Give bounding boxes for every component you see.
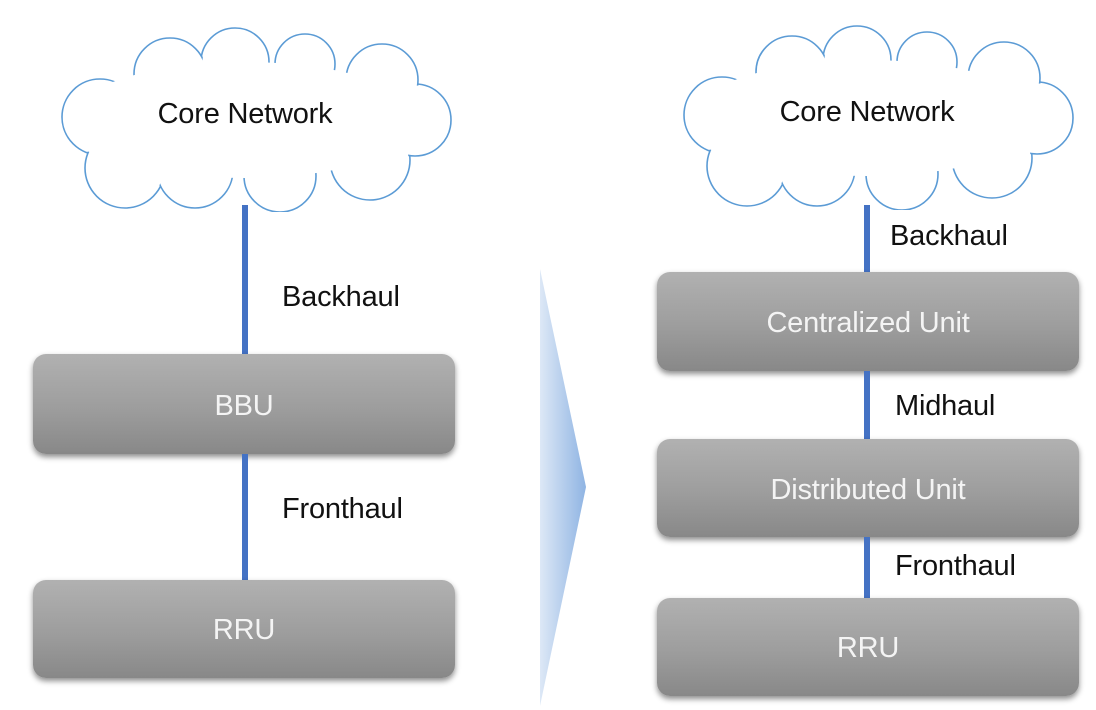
core-network-cloud-right: Core Network xyxy=(652,18,1082,210)
distributed-unit-label: Distributed Unit xyxy=(770,474,966,506)
backhaul-label-left: Backhaul xyxy=(282,281,400,313)
centralized-unit-label: Centralized Unit xyxy=(766,307,970,339)
bbu-label: BBU xyxy=(214,390,274,422)
rru-label-left: RRU xyxy=(212,614,276,646)
rru-label-right: RRU xyxy=(836,632,900,664)
backhaul-label-right: Backhaul xyxy=(890,220,1008,252)
rru-box-left: RRU xyxy=(33,580,455,678)
bbu-box: BBU xyxy=(33,354,455,454)
backhaul-link-left xyxy=(242,205,248,355)
cloud-icon xyxy=(683,25,1074,210)
transition-arrow-icon xyxy=(540,269,586,706)
fronthaul-link-right xyxy=(864,537,870,598)
core-network-label: Core Network xyxy=(157,98,333,130)
centralized-unit-box: Centralized Unit xyxy=(657,272,1079,371)
rru-box-right: RRU xyxy=(657,598,1079,696)
core-network-label: Core Network xyxy=(779,96,955,128)
cloud-icon xyxy=(61,27,452,212)
distributed-unit-box: Distributed Unit xyxy=(657,439,1079,537)
core-network-cloud-left: Core Network xyxy=(30,20,460,212)
fronthaul-link-left xyxy=(242,454,248,580)
backhaul-link-right xyxy=(864,205,870,272)
midhaul-link xyxy=(864,371,870,439)
midhaul-label: Midhaul xyxy=(895,390,996,422)
fronthaul-label-right: Fronthaul xyxy=(895,550,1016,582)
fronthaul-label-left: Fronthaul xyxy=(282,493,403,525)
